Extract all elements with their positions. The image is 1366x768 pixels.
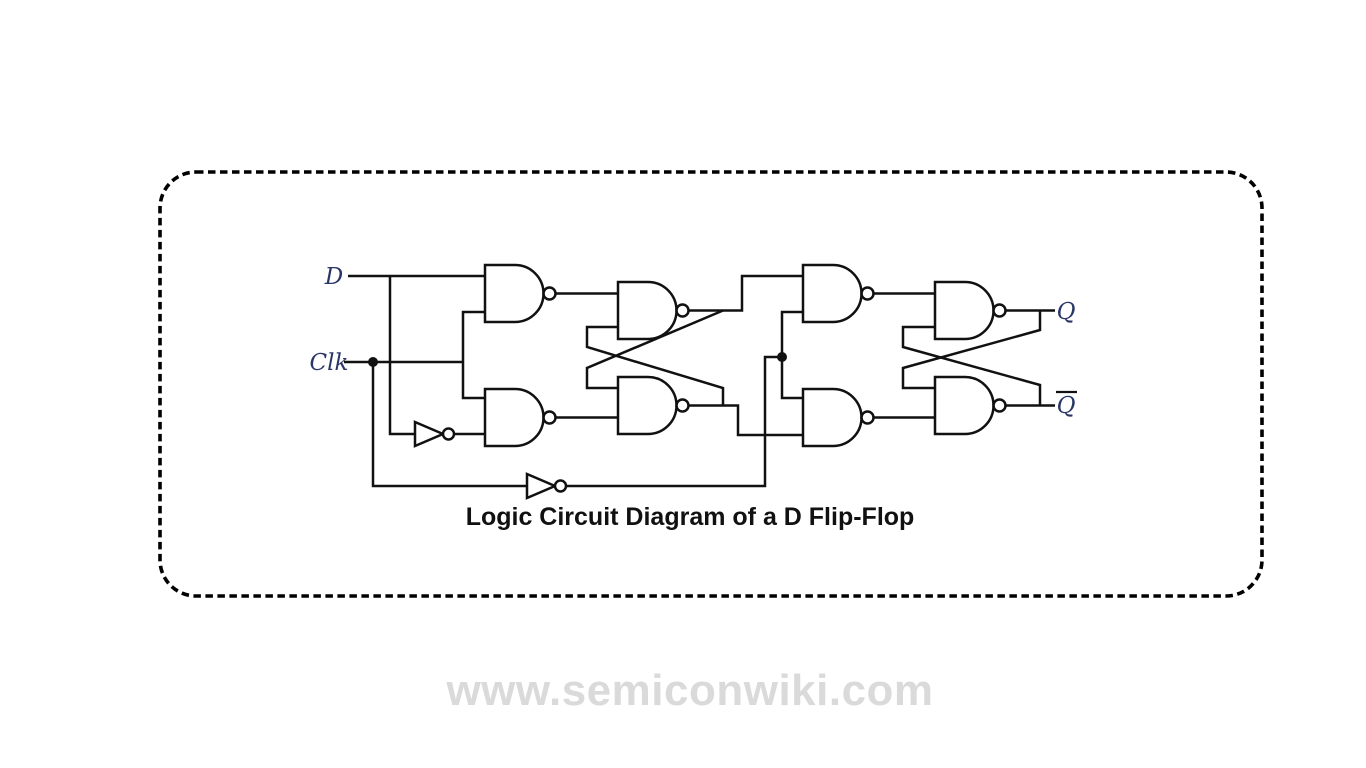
wire-feedback-g-input xyxy=(901,325,1042,406)
wire-d-to-f xyxy=(688,404,803,437)
wire-d-branch-to-inverter xyxy=(388,276,415,436)
dashed-border xyxy=(158,170,1264,598)
junction-dot-clkbar xyxy=(777,352,787,362)
pin-labels: D Clk Q Q xyxy=(310,264,1077,419)
gates xyxy=(413,263,1007,500)
nand-gate-g-slave-top xyxy=(933,280,1007,341)
nand-gate-b-bottom-input xyxy=(483,387,557,448)
nand-gate-h-slave-bottom xyxy=(933,375,1007,436)
label-q-output: Q xyxy=(1057,299,1076,325)
nand-gate-e-stage2-top xyxy=(801,263,875,324)
label-qbar-output: Q xyxy=(1057,393,1076,419)
figure-caption: Logic Circuit Diagram of a D Flip-Flop xyxy=(465,503,915,531)
inverter-clock-line xyxy=(525,472,568,500)
label-d-input: D xyxy=(324,264,343,290)
nand-gate-d-master-bottom xyxy=(616,375,690,436)
wires xyxy=(344,274,1055,488)
nand-gate-a-top-input xyxy=(483,263,557,324)
wire-c-to-e xyxy=(688,274,803,312)
wire-feedback-h-input xyxy=(901,310,1042,390)
inverter-d-input xyxy=(413,420,456,448)
watermark: www.semiconwiki.com xyxy=(446,666,934,715)
wire-clk-bottom-run xyxy=(371,362,527,488)
label-clk-input: Clk xyxy=(310,350,349,376)
junction-dot-clk xyxy=(368,357,378,367)
wire-clk-riser xyxy=(461,310,485,400)
nand-gate-f-stage2-bottom xyxy=(801,387,875,448)
wire-clkbar-run xyxy=(566,355,782,488)
wire-feedback-c-input xyxy=(585,325,725,406)
